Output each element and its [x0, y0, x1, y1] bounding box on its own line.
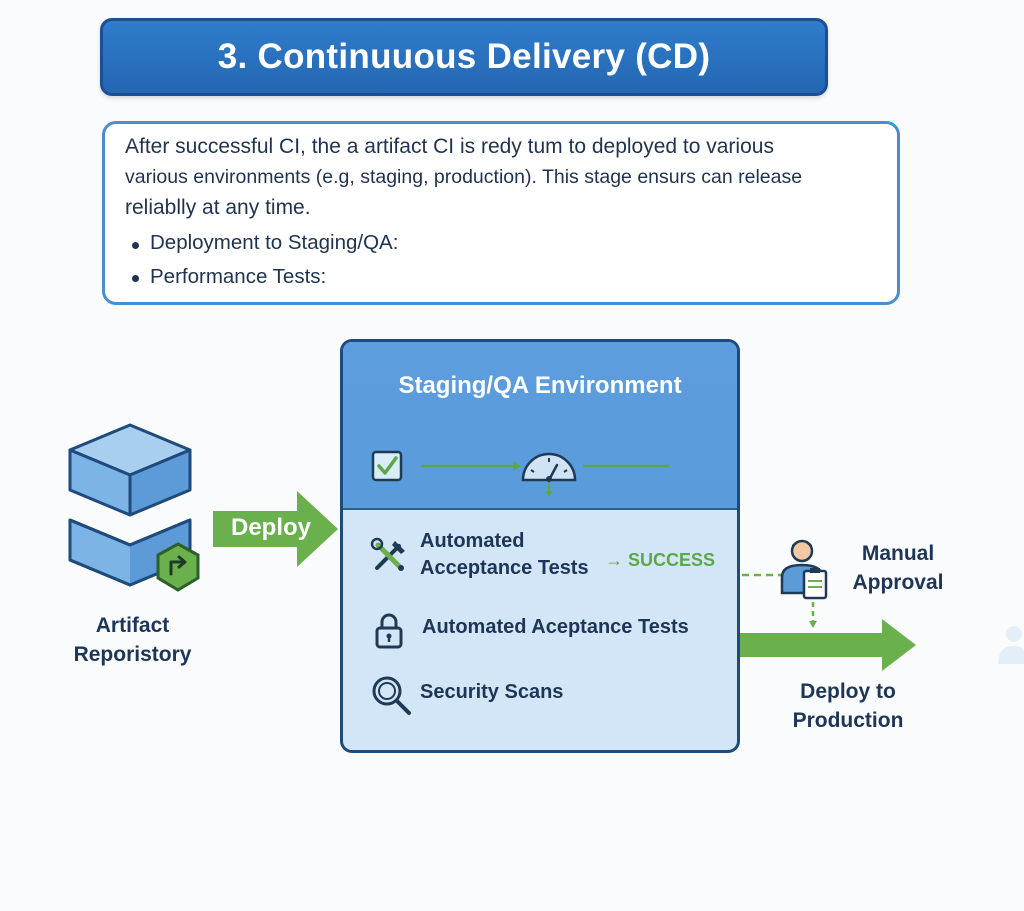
artifact-label-line: Reporistory [73, 643, 192, 666]
database-cube-icon [68, 423, 200, 592]
success-status: → SUCCESS [605, 550, 716, 570]
stage-item-label: Security Scans [420, 681, 564, 703]
stage-item-label: Automated Aceptance Tests [422, 616, 689, 638]
bullet-dot [132, 242, 139, 249]
staging-title: Staging/QA Environment [398, 372, 682, 399]
bullet-dot [132, 275, 139, 282]
artifact-label-line: Artifact [95, 614, 170, 637]
tools-icon [370, 537, 405, 571]
description-line: After successful CI, the a artifact CI i… [125, 135, 774, 158]
deploy-arrow-label: Deploy [231, 514, 312, 541]
approval-connector [742, 573, 817, 628]
deploy-production-line: Deploy to [800, 680, 896, 703]
person-clipboard-icon [780, 539, 828, 600]
staging-header [343, 342, 737, 510]
magnifier-icon [372, 676, 411, 715]
production-arrow [740, 619, 916, 671]
artifact-label: Artifact Reporistory [60, 611, 205, 669]
manual-approval-line: Manual [861, 542, 935, 565]
description-box: After successful CI, the a artifact CI i… [102, 121, 900, 305]
title-banner: 3. Continuuous Delivery (CD) [100, 18, 828, 96]
lock-icon [375, 613, 403, 649]
description-line: various environments (e.g, staging, prod… [125, 166, 803, 188]
pipeline-flow [371, 450, 669, 497]
stage-item-line: Automated [420, 530, 525, 552]
deploy-production-line: Production [792, 709, 904, 732]
bullet-item: Deployment to Staging/QA: [150, 231, 399, 254]
manual-approval-line: Approval [852, 571, 944, 594]
description-line: reliablly at any time. [125, 196, 311, 219]
deploy-arrow [213, 491, 338, 567]
faded-person-icon [998, 626, 1024, 664]
staging-environment-box: Staging/QA Environment Automated Accepta… [340, 339, 740, 753]
manual-approval-label: Manual Approval [838, 539, 958, 597]
bullet-item: Performance Tests: [150, 265, 327, 288]
page-title: 3. Continuuous Delivery (CD) [217, 37, 711, 76]
stage-item-line: Acceptance Tests [420, 557, 589, 579]
deploy-production-label: Deploy to Production [768, 677, 928, 735]
gauge-icon [521, 452, 577, 482]
